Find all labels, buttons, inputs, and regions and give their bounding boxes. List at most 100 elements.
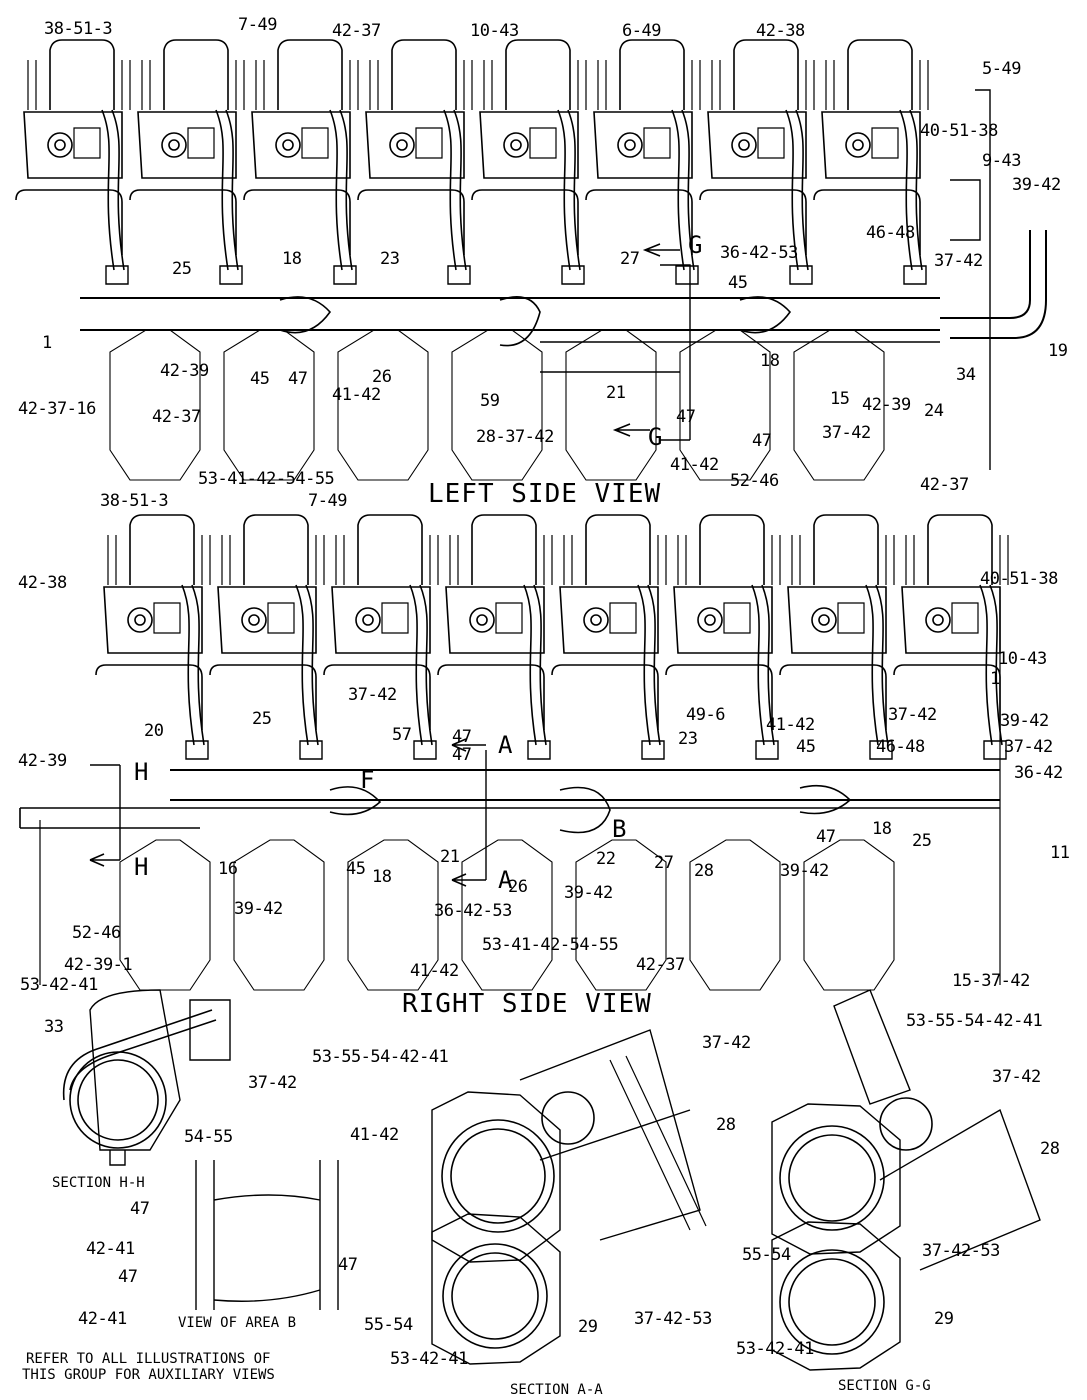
left-bolts-3 [369, 60, 473, 110]
right-riser-a-1 [295, 584, 309, 746]
left-head-wheel-2 [275, 132, 301, 158]
callout-r19: 25 [252, 709, 272, 729]
left-head-plate-6 [707, 111, 807, 179]
callout-l16: 25 [172, 259, 192, 279]
callout-r38: 25 [912, 831, 932, 851]
callout-r7: 1 [990, 669, 1000, 689]
callout-s7: 42-41 [86, 1239, 135, 1259]
left-riser-a-3 [443, 109, 457, 271]
left-head-box-0 [73, 127, 101, 159]
callout-l17: 18 [282, 249, 302, 269]
left-clamp-1 [219, 265, 243, 285]
gg-lower-pipe-inner [788, 1258, 876, 1346]
right-head-hub-6 [818, 614, 830, 626]
right-head-box-0 [153, 602, 181, 634]
left-riser-b-0 [111, 109, 125, 271]
left-lower-pipe [540, 341, 940, 373]
callout-l1: 38-51-3 [44, 19, 113, 39]
callout-r20: 20 [144, 721, 164, 741]
right-bellows-22 [559, 786, 611, 834]
left-section-arrow-g-top [642, 243, 680, 257]
right-head-plate-7 [901, 586, 1001, 654]
right-head-wheel-1 [241, 607, 267, 633]
hh-pipe-outer [69, 1051, 167, 1149]
right-valve-cover-0 [129, 514, 195, 585]
right-clamp-2 [413, 740, 437, 760]
left-crank-lobe-1 [223, 329, 315, 481]
left-bellows-18b [739, 296, 792, 334]
left-head-hub-4 [510, 139, 522, 151]
left-riser-a-5 [671, 109, 685, 271]
callout-r36: 47 [816, 827, 836, 847]
left-manifold [80, 297, 940, 331]
callout-r34: 28 [694, 861, 714, 881]
callout-l20: 42-39 [160, 361, 209, 381]
right-head-plate-5 [673, 586, 773, 654]
right-valve-cover-3 [471, 514, 537, 585]
gg-duct [833, 989, 911, 1105]
aa-upper-pipe-inner [450, 1128, 546, 1224]
callout-r27: 45 [346, 859, 366, 879]
callout-l30: 47 [676, 407, 696, 427]
callout-l2: 7-49 [238, 15, 277, 35]
left-bolts-2 [255, 60, 359, 110]
callout-r22: 57 [392, 725, 412, 745]
section-marker-a-top: A [498, 731, 513, 759]
right-head-hub-0 [134, 614, 146, 626]
left-head-hub-6 [738, 139, 750, 151]
right-head-hub-2 [362, 614, 374, 626]
callout-r45: 41-42 [410, 961, 459, 981]
left-clamp-2 [333, 265, 357, 285]
right-head-box-4 [609, 602, 637, 634]
right-head-wheel-5 [697, 607, 723, 633]
right-head-box-6 [837, 602, 865, 634]
left-clamp-0 [105, 265, 129, 285]
callout-r5: 40-51-38 [980, 569, 1058, 589]
callout-g7: 53-42-41 [736, 1339, 814, 1359]
right-valve-cover-1 [243, 514, 309, 585]
callout-s1: 53-42-41 [20, 975, 98, 995]
left-head-wheel-5 [617, 132, 643, 158]
callout-l29: 28-37-42 [476, 427, 554, 447]
right-bolts-0 [107, 535, 211, 585]
right-riser-b-5 [761, 584, 775, 746]
right-head-plate-4 [559, 586, 659, 654]
callout-r37: 18 [872, 819, 892, 839]
left-crank-lobe-4 [565, 329, 657, 481]
callout-r42: 15-37-42 [952, 971, 1030, 991]
right-bolts-1 [221, 535, 325, 585]
callout-l15: 45 [728, 273, 748, 293]
callout-l7: 5-49 [982, 59, 1021, 79]
aa-lower-flange [431, 1213, 561, 1365]
left-outlet-pipe-19 [940, 230, 1047, 339]
left-head-hub-1 [168, 139, 180, 151]
callout-l5: 6-49 [622, 21, 661, 41]
right-clamp-6 [869, 740, 893, 760]
right-riser-a-6 [865, 584, 879, 746]
section-gg-title: SECTION G-G [838, 1378, 931, 1394]
callout-l11: 46-48 [866, 223, 915, 243]
left-head-box-7 [871, 127, 899, 159]
right-bellows-18b [799, 784, 852, 815]
callout-g5: 55-54 [742, 1245, 791, 1265]
callout-l12: 36-42-53 [720, 243, 798, 263]
right-crank-lobe-3 [461, 839, 553, 991]
right-head-wheel-0 [127, 607, 153, 633]
left-block-6 [699, 189, 807, 255]
callout-r28: 18 [372, 867, 392, 887]
left-riser-b-1 [225, 109, 239, 271]
gg-upper-flange [771, 1103, 901, 1255]
callout-r21: 42-39 [18, 751, 67, 771]
right-crank-lobe-2 [347, 839, 439, 991]
right-head-box-5 [723, 602, 751, 634]
hh-strap-33 [62, 1009, 217, 1101]
callout-r9: 37-42 [1004, 737, 1053, 757]
right-block-1 [209, 664, 317, 730]
callout-l28: 21 [606, 383, 626, 403]
callout-r30: 26 [508, 877, 528, 897]
left-block-0 [15, 189, 123, 255]
hh-stud [109, 1150, 126, 1166]
aa-upper-flange [431, 1091, 561, 1263]
callout-l35: 15 [830, 389, 850, 409]
left-section-arrow-g-bottom [612, 423, 650, 437]
